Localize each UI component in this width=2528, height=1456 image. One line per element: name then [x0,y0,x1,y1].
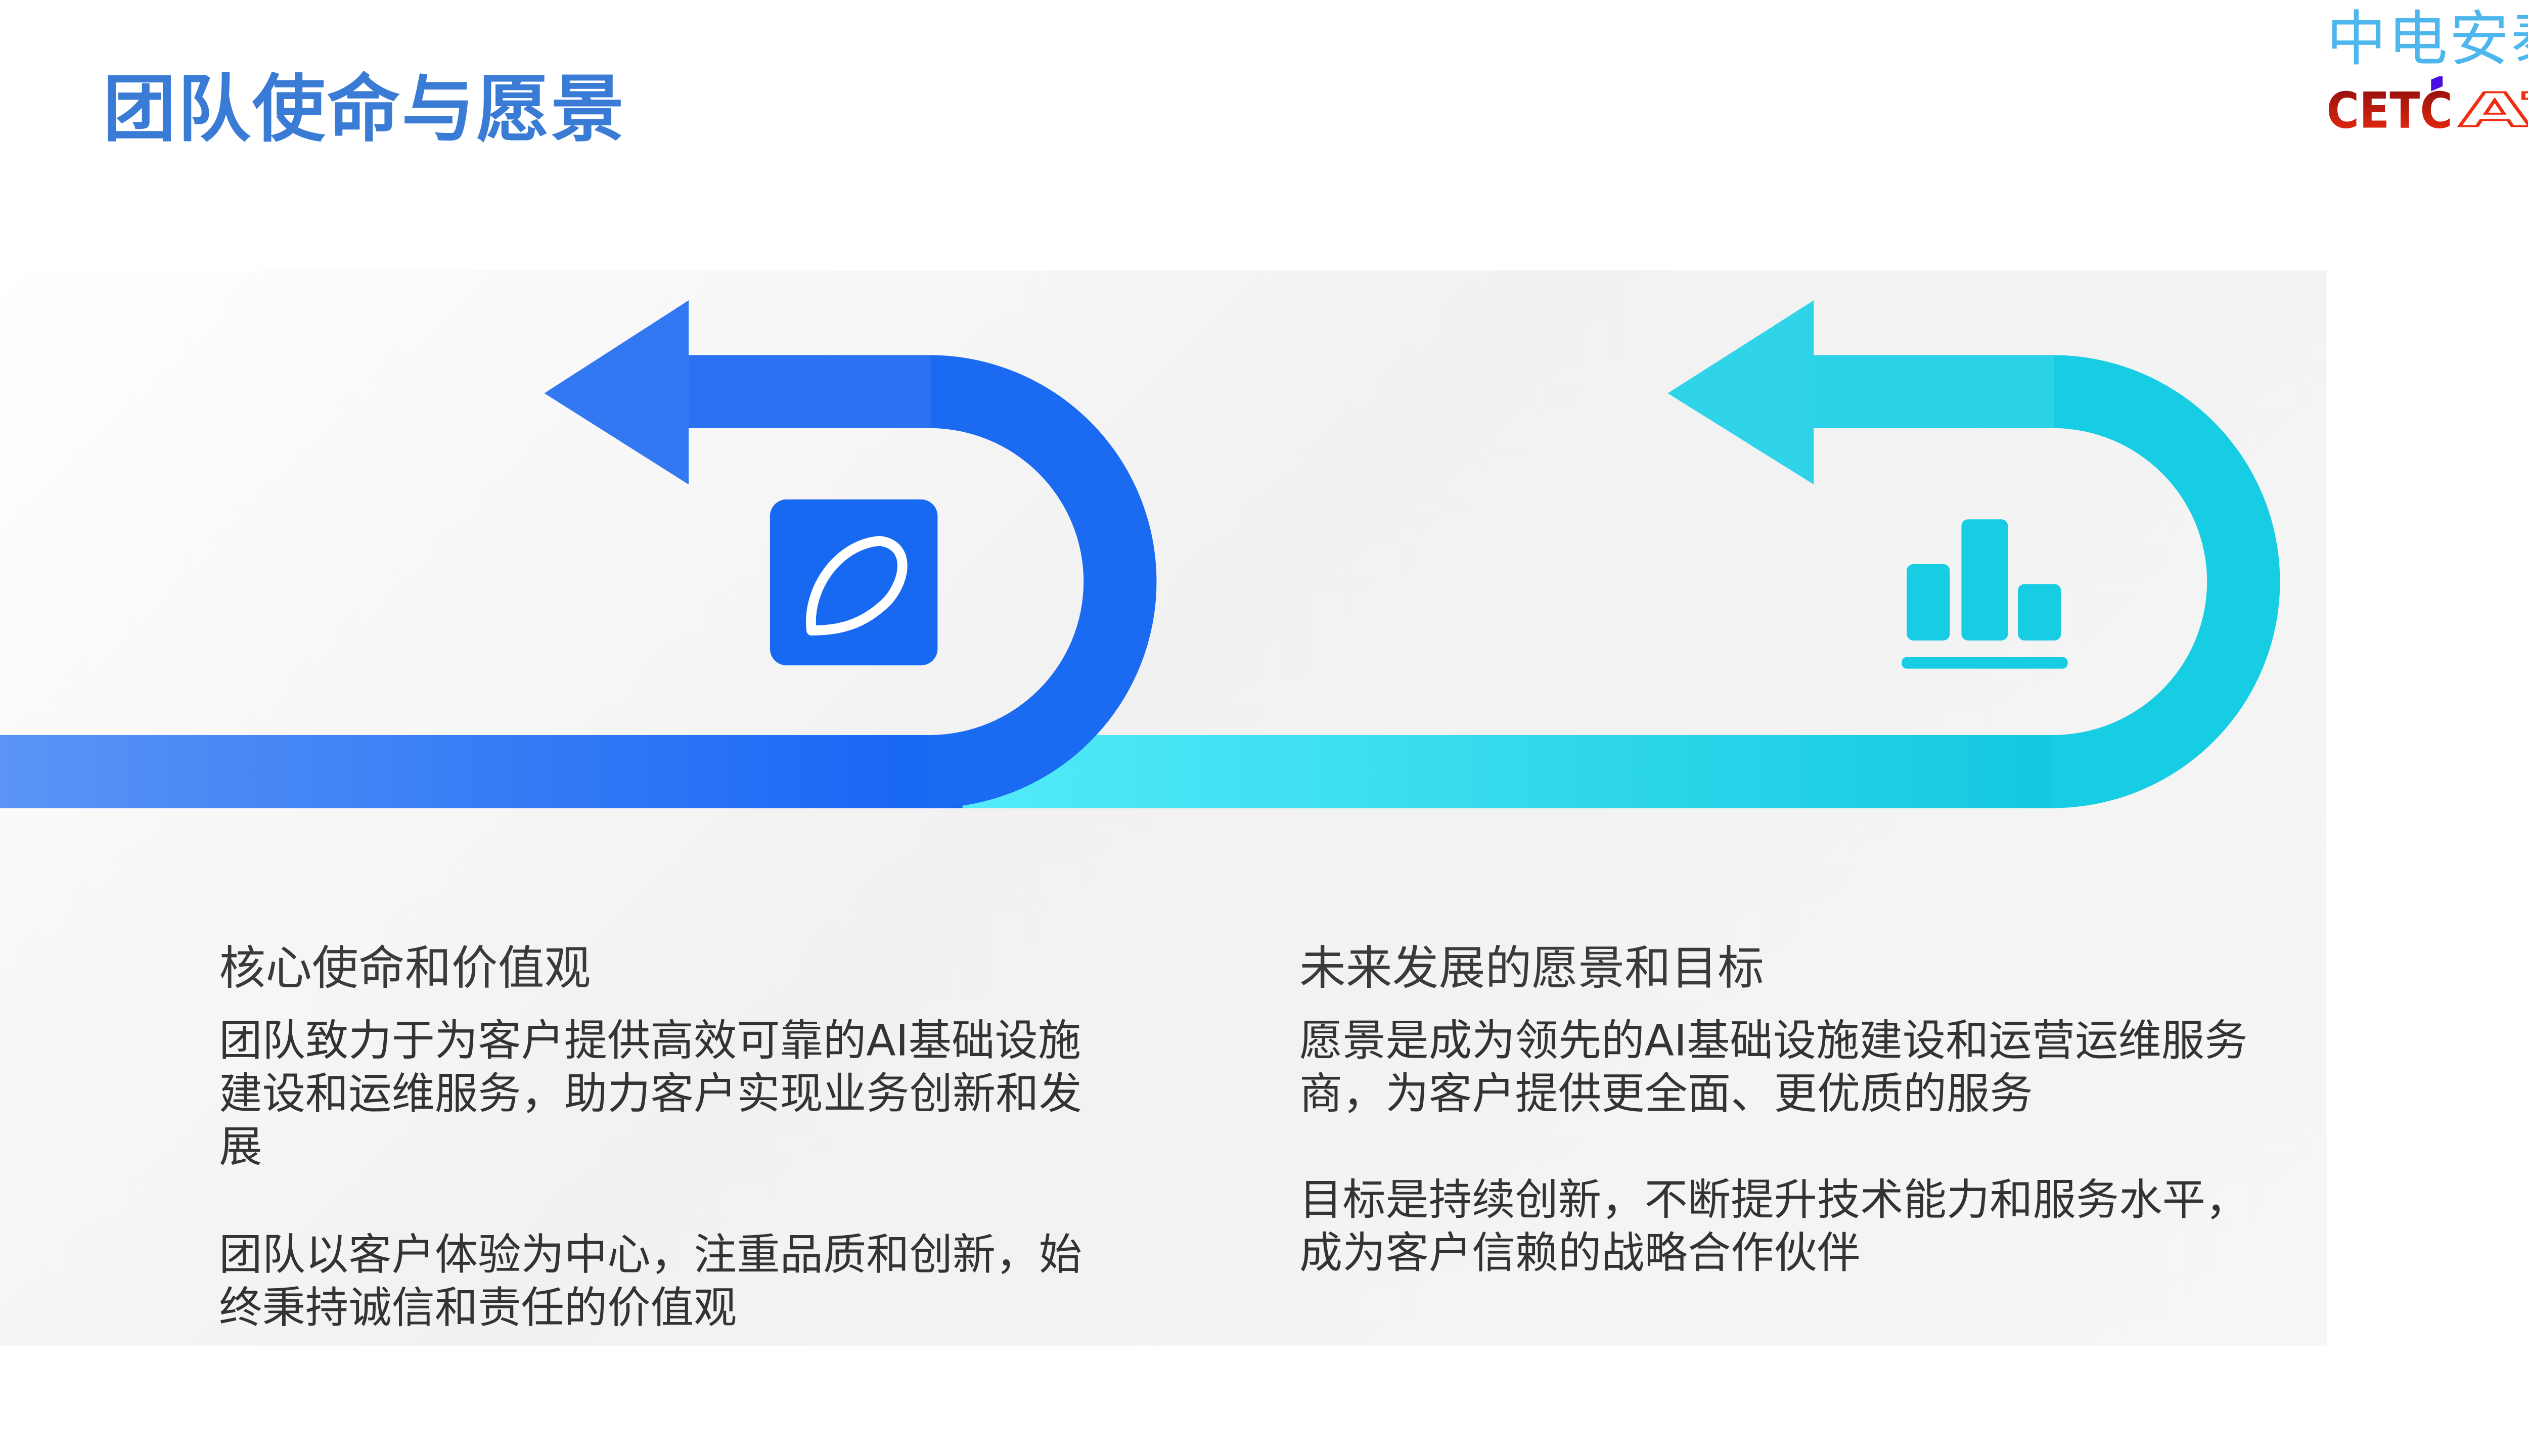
vision-paragraph-1: 愿景是成为领先的AI基础设施建设和运营运维服务商，为客户提供更全面、更优质的服务 [1299,1017,2248,1120]
svg-text:AT: AT [2459,83,2528,132]
mission-heading: 核心使命和价值观 [219,940,591,996]
company-logo: 中电安泰 CETC AT [2323,7,2528,132]
mission-paragraph-2: 团队以客户体验为中心，注重品质和创新，始终秉持诚信和责任的价值观 [219,1231,1082,1334]
vision-paragraph-2: 目标是持续创新，不断提升技术能力和服务水平，成为客户信赖的战略合作伙伴 [1299,1176,2249,1280]
roadmap-arrows [0,300,2280,808]
logo-chinese-text: 中电安泰 [2326,7,2528,75]
vision-heading: 未来发展的愿景和目标 [1299,940,1764,996]
bar-chart-icon [1902,519,2068,669]
blue-arrow-path [0,300,1157,808]
mission-paragraph-1: 团队致力于为客户提供高效可靠的AI基础设施建设和运维服务，助力客户实现业务创新和… [219,1017,1082,1173]
pen-icon [770,499,938,666]
logo-cetcat-mark: CETC AT [2327,76,2528,133]
page-title: 团队使命与愿景 [103,68,626,153]
cyan-arrow-path [929,300,2280,808]
